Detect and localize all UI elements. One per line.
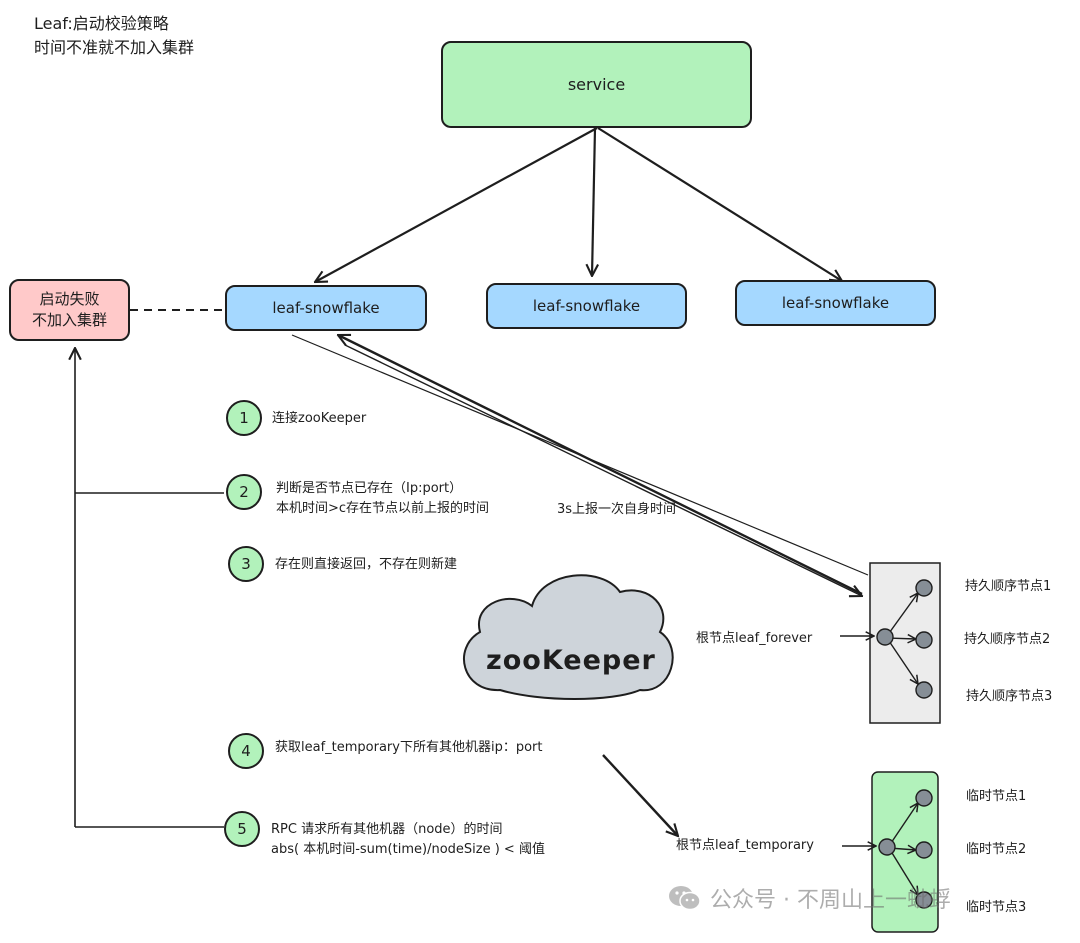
- diagram-title-line1: Leaf:启动校验策略: [34, 14, 169, 33]
- step-2-line1: 判断是否节点已存在（Ip:port）: [276, 481, 463, 496]
- forever-root-label: 根节点leaf_forever: [696, 631, 813, 646]
- forever-child-node-1: [915, 579, 933, 597]
- arrow-service-to-node3: [597, 127, 842, 281]
- step-3-text: 存在则直接返回，不存在则新建: [275, 555, 457, 575]
- zookeeper-cloud-label: zooKeeper: [486, 645, 656, 676]
- step-5-badge: 5: [224, 811, 260, 847]
- startup-fail-line1: 启动失败: [39, 290, 100, 308]
- arrow-step4-to-temporary: [602, 754, 678, 836]
- forever-root-node: [876, 628, 894, 646]
- step-1-line1: 连接zooKeeper: [272, 411, 367, 426]
- temporary-edge-3: [888, 847, 918, 895]
- step-2-text: 判断是否节点已存在（Ip:port） 本机时间>c存在节点以前上报的时间: [276, 479, 489, 519]
- forever-child-label-2: 持久顺序节点2: [964, 632, 1051, 647]
- service-box: service: [441, 41, 752, 128]
- forever-child-label-3: 持久顺序节点3: [966, 689, 1053, 704]
- leaf-node-2-label: leaf-snowflake: [532, 297, 641, 315]
- watermark: 公众号 · 不周山上一蚍蜉: [668, 882, 951, 914]
- step-3-badge: 3: [228, 546, 264, 582]
- forever-edge-1: [886, 593, 918, 637]
- temporary-edge-1: [888, 803, 918, 847]
- step-1-badge: 1: [226, 400, 262, 436]
- step-5-text: RPC 请求所有其他机器（node）的时间 abs( 本机时间-sum(time…: [271, 820, 545, 860]
- step-5-line2: abs( 本机时间-sum(time)/nodeSize ) < 阈值: [271, 842, 545, 857]
- arrow-register-forever: [344, 344, 862, 596]
- forever-child-node-2: [915, 631, 933, 649]
- diagram-title-line2: 时间不准就不加入集群: [34, 38, 195, 57]
- step-5-line1: RPC 请求所有其他机器（node）的时间: [271, 822, 503, 837]
- temporary-child-label-1: 临时节点1: [966, 789, 1027, 804]
- zookeeper-cloud: [463, 574, 674, 700]
- temporary-child-label-2: 临时节点2: [966, 842, 1027, 857]
- wechat-icon: [669, 886, 701, 911]
- forever-child-label-1: 持久顺序节点1: [965, 579, 1052, 594]
- temporary-root-node: [878, 838, 896, 856]
- temporary-child-label-3: 临时节点3: [966, 900, 1027, 915]
- leaf-node-1: leaf-snowflake: [225, 285, 427, 331]
- temporary-root-label: 根节点leaf_temporary: [676, 838, 814, 853]
- step-4-text: 获取leaf_temporary下所有其他机器ip：port: [275, 738, 542, 758]
- leaf-node-1-label: leaf-snowflake: [272, 299, 380, 317]
- service-label: service: [567, 75, 626, 94]
- leaf-node-2: leaf-snowflake: [486, 283, 687, 329]
- arrow-report-time: [338, 335, 863, 596]
- temporary-child-node-3: [915, 891, 933, 909]
- step-4-badge: 4: [228, 733, 264, 769]
- arrow-service-to-node1: [315, 127, 598, 282]
- step-1-text: 连接zooKeeper: [272, 409, 366, 429]
- step-2-badge: 2: [226, 474, 262, 510]
- arrow-service-to-node2: [592, 127, 595, 276]
- startup-fail-box: 启动失败 不加入集群: [9, 279, 130, 341]
- step-4-line1: 获取leaf_temporary下所有其他机器ip：port: [275, 740, 543, 755]
- forever-child-node-3: [915, 681, 933, 699]
- watermark-text: 公众号 · 不周山上一蚍蜉: [710, 888, 951, 913]
- leaf-node-3: leaf-snowflake: [735, 280, 936, 326]
- temporary-child-node-2: [915, 841, 933, 859]
- startup-fail-line2: 不加入集群: [31, 311, 107, 329]
- report-time-label: 3s上报一次自身时间: [557, 502, 677, 517]
- step-2-line2: 本机时间>c存在节点以前上报的时间: [276, 501, 490, 516]
- forever-edge-3: [886, 637, 918, 684]
- temporary-child-node-1: [915, 789, 933, 807]
- step-3-line1: 存在则直接返回，不存在则新建: [275, 557, 458, 572]
- leaf-node-3-label: leaf-snowflake: [781, 294, 890, 312]
